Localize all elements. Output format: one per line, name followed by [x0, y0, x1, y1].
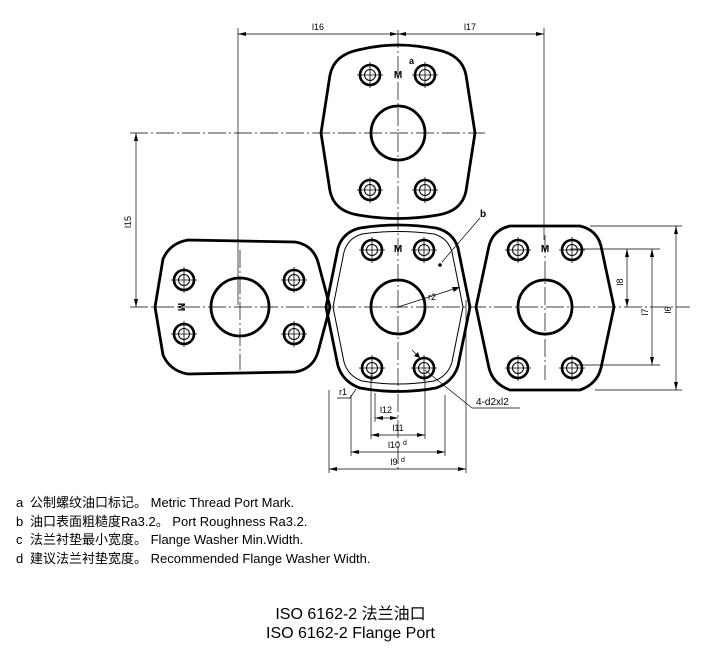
dimension-labels: l16 l17 l15 l8 l7 l6 r1 r2 l12 l11 l10 d…	[123, 22, 673, 467]
note-key: a	[16, 495, 24, 510]
flange-top	[319, 43, 477, 220]
label-hole-callout: 4-d2xl2	[476, 397, 509, 408]
label-l6: l6	[663, 306, 673, 313]
label-l10: l10	[388, 440, 400, 450]
caption-chinese: ISO 6162-2 法兰油口	[275, 606, 426, 623]
label-mark-b: b	[480, 209, 486, 220]
thread-mark-right: M	[541, 244, 549, 255]
port-bores	[209, 104, 574, 338]
note-a: a 公制螺纹油口标记。 Metric Thread Port Mark.	[16, 494, 371, 513]
label-l7: l7	[640, 308, 650, 315]
label-r1: r1	[339, 387, 347, 397]
note-b: b 油口表面粗糙度Ra3.2。 Port Roughness Ra3.2.	[16, 513, 371, 532]
roughness-dot	[438, 263, 442, 267]
thread-mark-center: M	[394, 244, 402, 255]
label-l17: l17	[464, 22, 476, 32]
note-text: 建议法兰衬垫宽度。 Recommended Flange Washer Widt…	[30, 550, 371, 566]
note-d: d 建议法兰衬垫宽度。 Recommended Flange Washer Wid…	[16, 550, 371, 569]
note-key: c	[16, 532, 23, 547]
dimension-arrows	[134, 32, 678, 471]
label-l8: l8	[615, 278, 625, 285]
thread-mark-left: M	[175, 303, 186, 311]
note-text: 油口表面粗糙度Ra3.2。 Port Roughness Ra3.2.	[30, 513, 308, 529]
flange-right	[474, 224, 616, 392]
note-key: d	[16, 550, 24, 566]
label-l12: l12	[380, 405, 392, 415]
label-l16: l16	[312, 22, 324, 32]
label-l9: l9	[390, 457, 397, 467]
flange-outlines	[153, 43, 616, 393]
thread-mark-top: M	[394, 70, 402, 81]
label-l10-sup: d	[403, 440, 407, 447]
thread-marks: M M M M	[175, 70, 549, 311]
caption-english: ISO 6162-2 Flange Port	[266, 625, 435, 642]
note-c: c 法兰衬垫最小宽度。 Flange Washer Min.Width.	[16, 531, 371, 550]
dimension-lines	[135, 28, 682, 473]
flange-left	[153, 238, 332, 376]
note-key: b	[16, 513, 24, 529]
bolt-holes	[169, 60, 587, 383]
note-text: 法兰衬垫最小宽度。 Flange Washer Min.Width.	[30, 532, 304, 547]
flange-center	[324, 223, 472, 393]
notes-list: a 公制螺纹油口标记。 Metric Thread Port Mark. b 油口表…	[16, 494, 371, 568]
washer-outline	[332, 231, 464, 385]
label-l15: l15	[123, 216, 133, 228]
label-mark-a: a	[409, 56, 415, 66]
label-l9-sup: d	[401, 457, 405, 464]
label-l11: l11	[392, 423, 403, 433]
flange-port-drawing: l16 l17 l15 l8 l7 l6 r1 r2 l12 l11 l10 d…	[123, 22, 690, 473]
label-r2: r2	[428, 292, 436, 302]
note-text: 公制螺纹油口标记。 Metric Thread Port Mark.	[30, 495, 295, 510]
centerlines	[130, 30, 690, 470]
